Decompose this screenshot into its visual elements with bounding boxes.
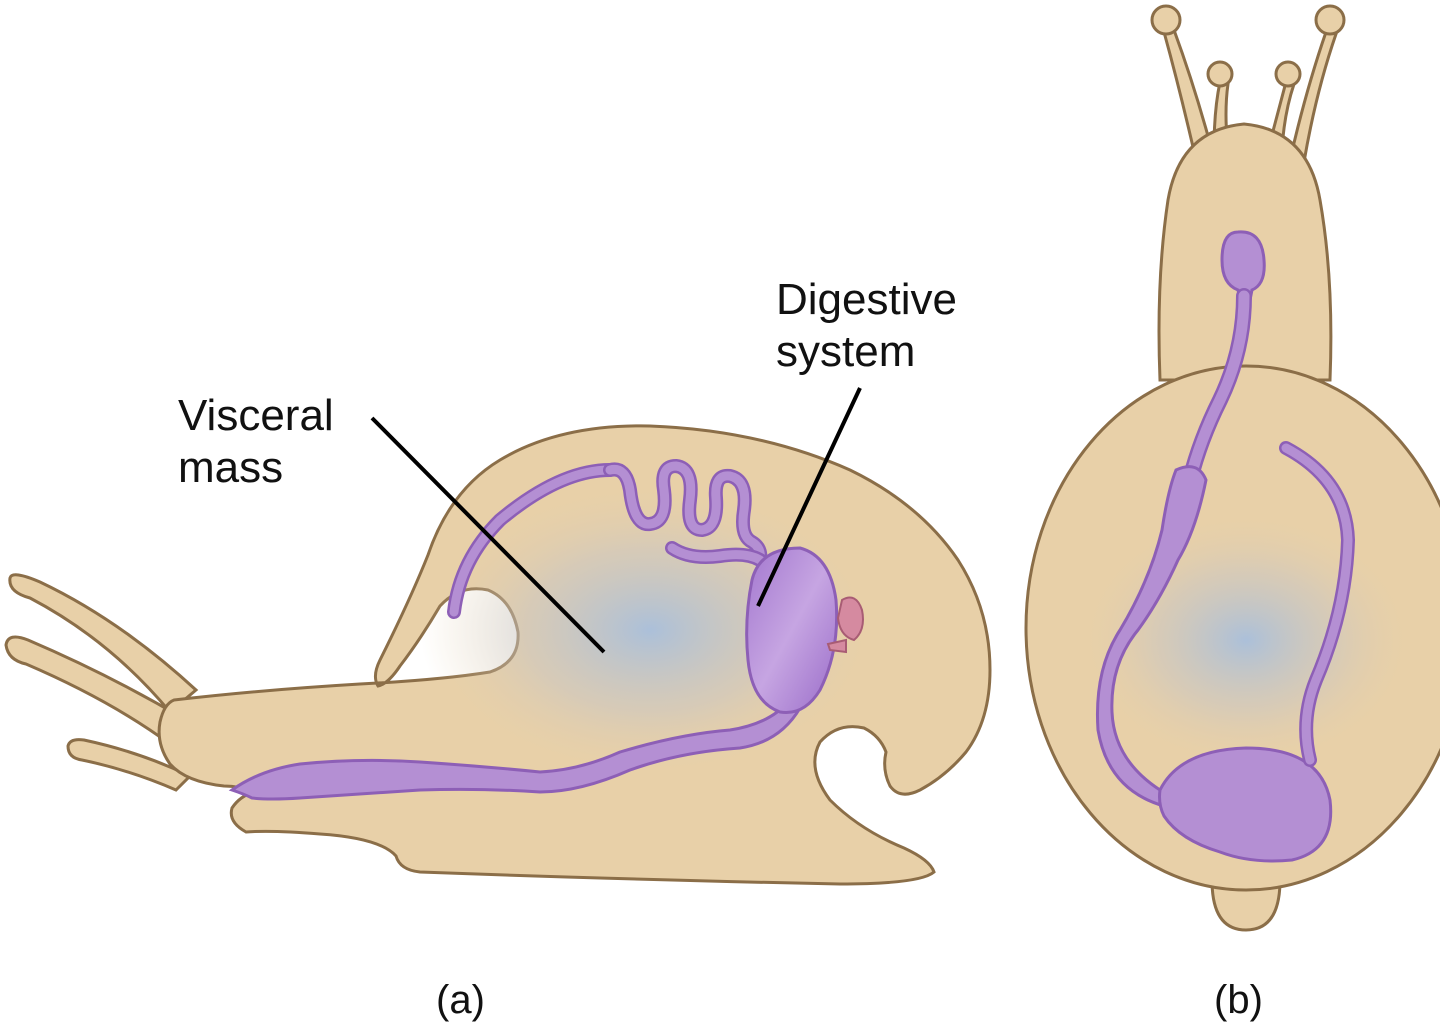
panel-a-caption: (a): [436, 978, 485, 1022]
stomach-top: [1158, 746, 1333, 863]
digestive-tract-top: [1096, 230, 1356, 863]
panel-b-caption: (b): [1214, 978, 1263, 1022]
visceral-mass-label: Visceral mass: [178, 390, 334, 494]
digestive-system-label: Digestive system: [776, 274, 957, 378]
snail-side-view: [4, 387, 992, 886]
digestive-tract-side: [228, 458, 864, 801]
digestive-label-line1: Digestive: [776, 275, 957, 324]
leader-line-digestive: [756, 387, 862, 607]
anus-tissue: [836, 596, 864, 642]
leader-line-visceral: [370, 416, 606, 654]
digestive-label-line2: system: [776, 327, 916, 376]
side-tentacles: [4, 573, 199, 792]
stomach-side: [745, 546, 839, 715]
snail-top-view: [1024, 4, 1440, 932]
visceral-label-line2: mass: [178, 443, 284, 492]
tail-top: [1210, 878, 1282, 932]
visceral-label-line1: Visceral: [178, 391, 334, 440]
